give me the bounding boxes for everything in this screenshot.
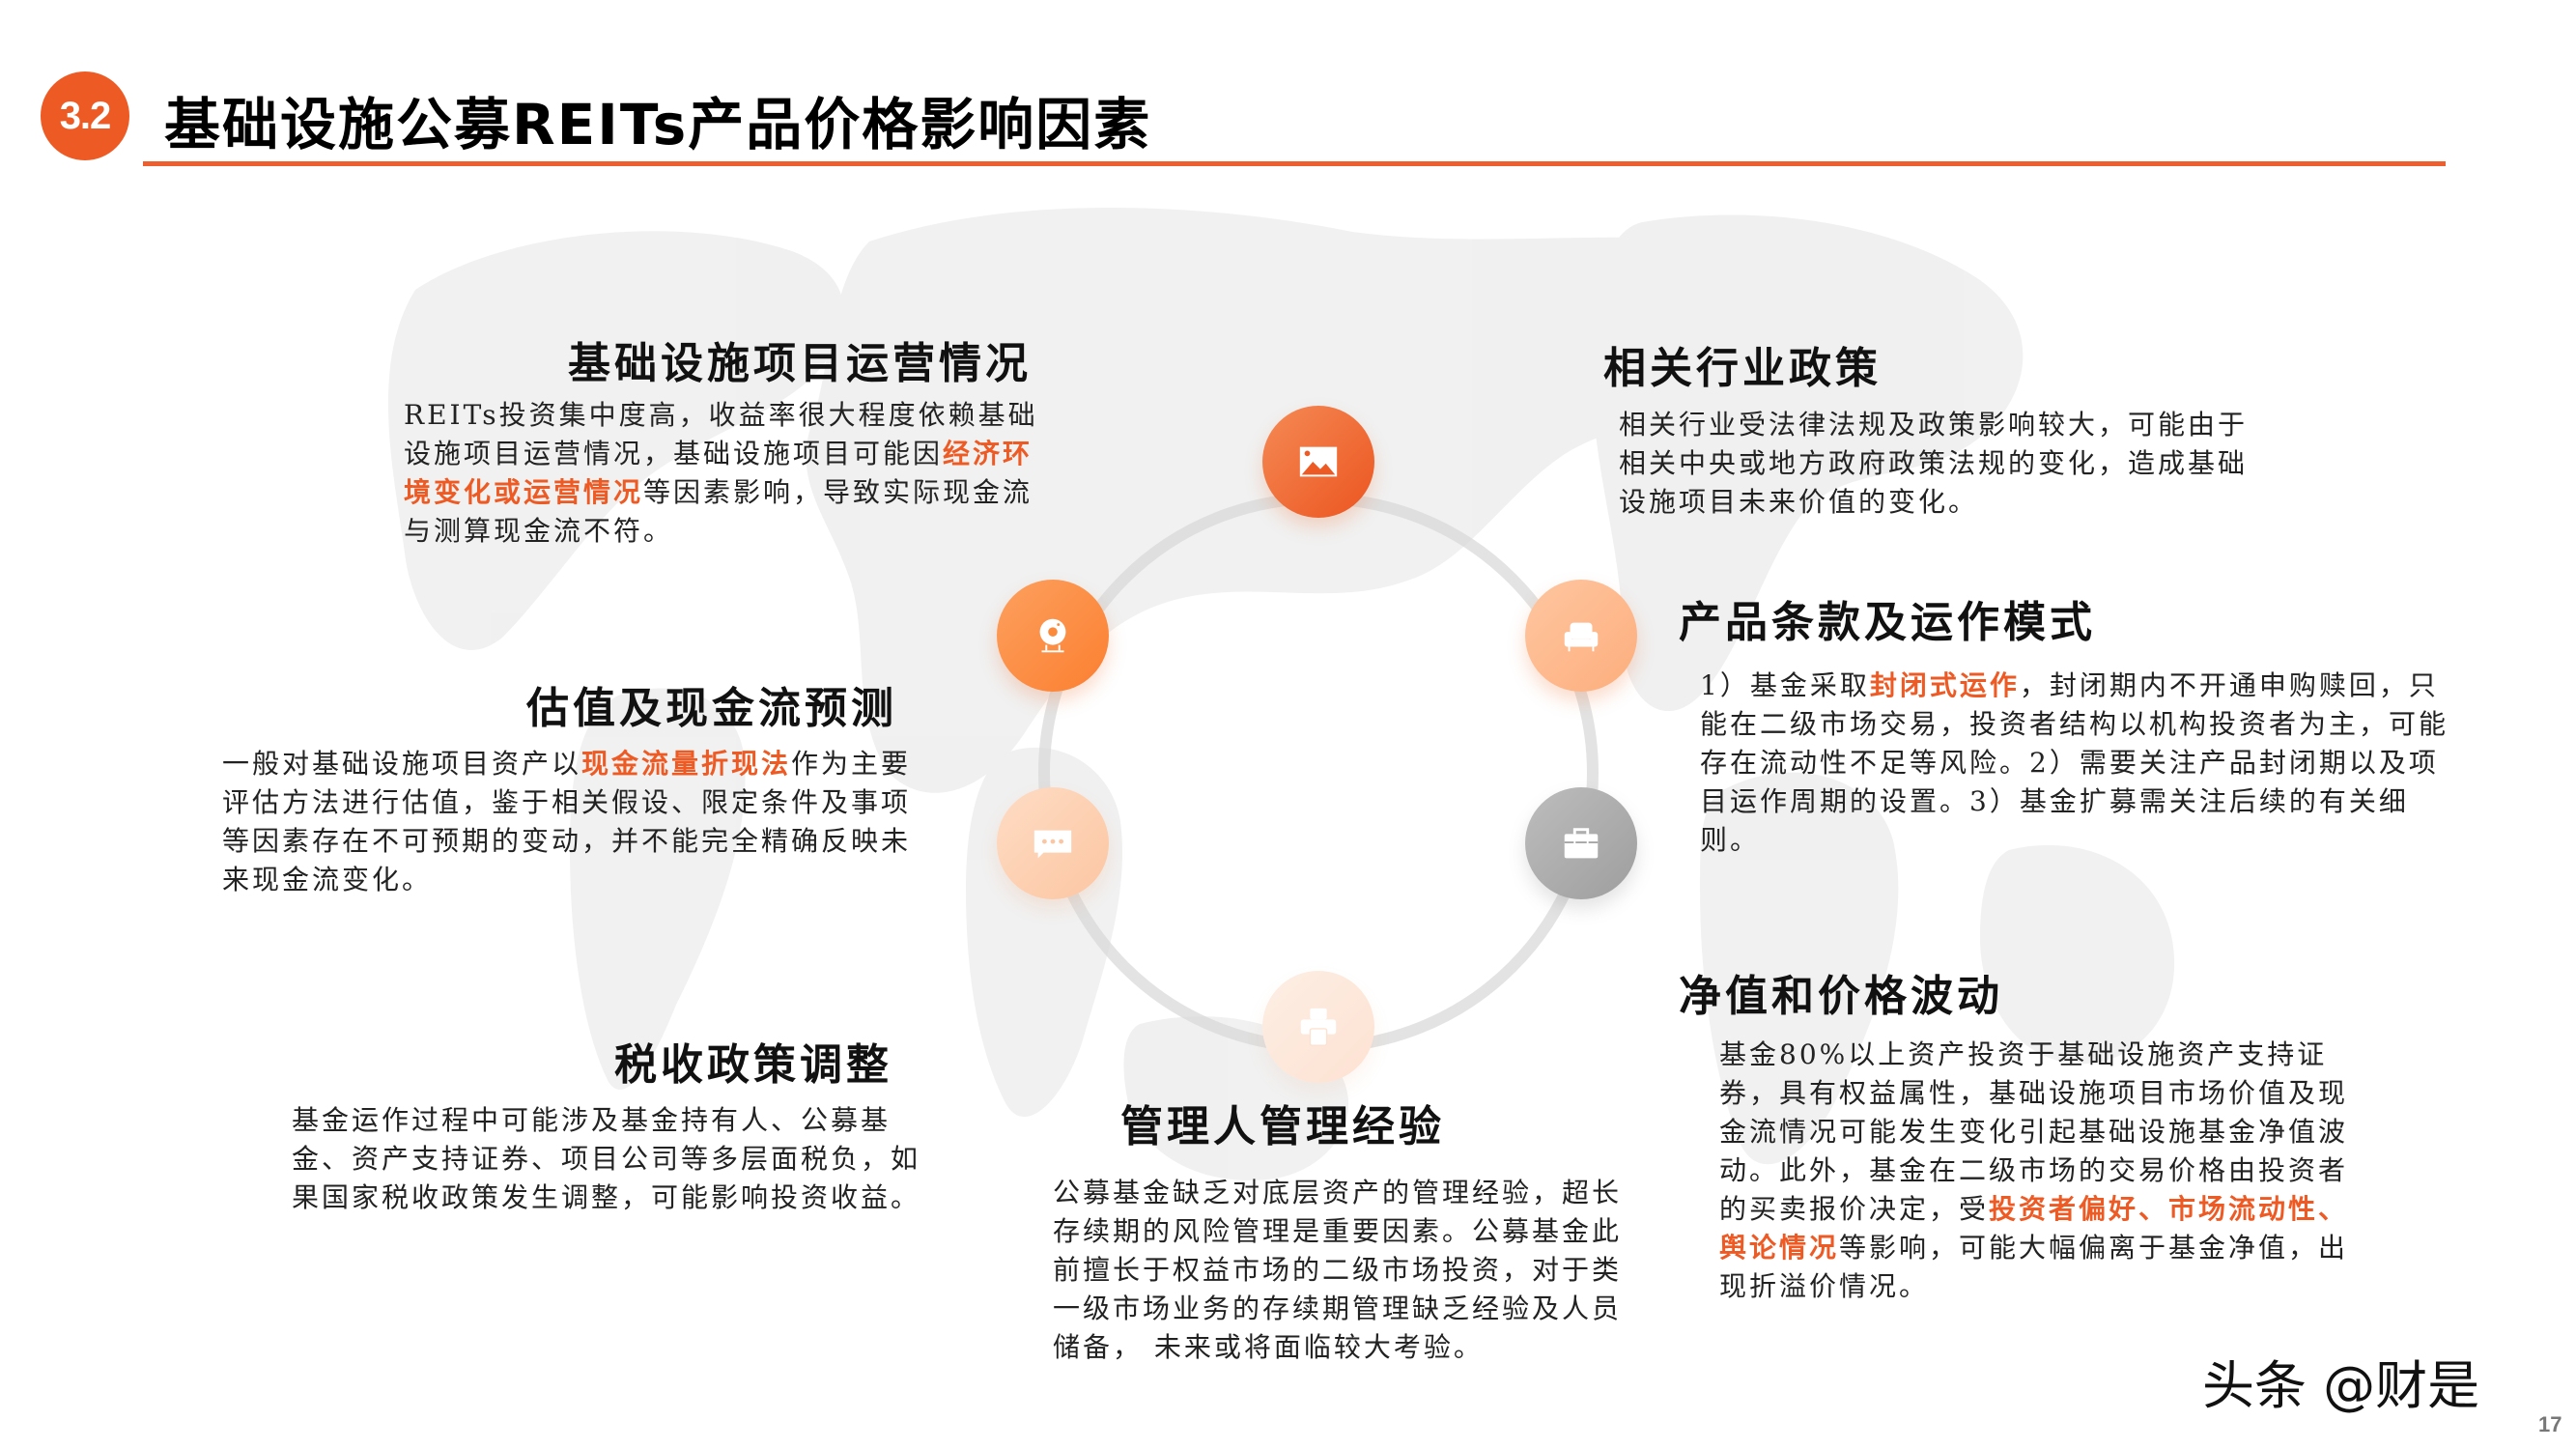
- section-number-badge: 3.2: [41, 71, 129, 160]
- highlight-text: 经济环境变化或运营情况: [404, 438, 1033, 508]
- text: 1）基金采取: [1700, 669, 1870, 701]
- highlight-text: 投资者偏好、市场流动性、舆论情况: [1719, 1193, 2349, 1264]
- node-terms: [1525, 580, 1637, 692]
- node-tax: [997, 787, 1109, 899]
- text: 作为主要评估方法进行估值，鉴于相关假设、限定条件及事项等因素存在不可预期的变动，…: [222, 748, 912, 895]
- paragraph-terms: 1）基金采取封闭式运作，封闭期内不开通申购赎回，只能在二级市场交易，投资者结构以…: [1700, 667, 2463, 860]
- chat-bubble-icon: [1033, 830, 1072, 859]
- webcam-icon: [1039, 618, 1066, 653]
- node-manager: [1262, 971, 1374, 1083]
- page-number: 17: [2538, 1412, 2562, 1436]
- paragraph-nav: 基金80%以上资产投资于基础设施资产支持证券，具有权益属性，基础设施项目市场价值…: [1719, 1036, 2376, 1306]
- title-underline: [143, 161, 2446, 166]
- highlight-text: 现金流量折现法: [581, 748, 792, 780]
- paragraph-tax: 基金运作过程中可能涉及基金持有人、公募基金、资产支持证券、项目公司等多层面税负，…: [292, 1104, 921, 1213]
- text: 等因素影响，导致实际现金流与测算现金流不符。: [404, 476, 1033, 547]
- text: 一般对基础设施项目资产以: [222, 748, 582, 780]
- node-nav: [1525, 787, 1637, 899]
- text: ，封闭期内不开通申购赎回，只能在二级市场交易，投资者结构以机构投资者为主，可能存…: [1700, 669, 2449, 856]
- paragraph-policy: 相关行业受法律法规及政策影响较大，可能由于相关中央或地方政府政策法规的变化，造成…: [1619, 409, 2249, 518]
- paragraph-operations: REITs投资集中度高，收益率很大程度依赖基础设施项目运营情况，基础设施项目可能…: [404, 396, 1061, 551]
- heading-nav: 净值和价格波动: [1679, 972, 2003, 1021]
- heading-policy: 相关行业政策: [1603, 344, 1882, 393]
- node-operations: [1262, 406, 1374, 518]
- briefcase-icon: [1564, 828, 1599, 859]
- heading-tax: 税收政策调整: [614, 1040, 892, 1090]
- heading-operations: 基础设施项目运营情况: [568, 339, 1032, 388]
- printer-icon: [1300, 1008, 1337, 1046]
- text: REITs投资集中度高，收益率很大程度依赖基础设施项目运营情况，基础设施项目可能…: [404, 399, 1038, 469]
- text: 等影响，可能大幅偏离于基金净值，出现折溢价情况。: [1719, 1232, 2349, 1302]
- heading-manager: 管理人管理经验: [1120, 1102, 1445, 1151]
- highlight-text: 封闭式运作: [1869, 669, 2020, 701]
- watermark: 头条 @财是: [2202, 1355, 2480, 1416]
- center-ring: [1038, 493, 1599, 1053]
- heading-terms: 产品条款及运作模式: [1679, 598, 2096, 647]
- heading-valuation: 估值及现金流预测: [526, 684, 897, 733]
- page-title: 基础设施公募REITs产品价格影响因素: [164, 92, 1152, 157]
- paragraph-valuation: 一般对基础设施项目资产以现金流量折现法作为主要评估方法进行估值，鉴于相关假设、限…: [222, 745, 927, 899]
- node-valuation: [997, 580, 1109, 692]
- paragraph-manager: 公募基金缺乏对底层资产的管理经验，超长存续期的风险管理是重要因素。公募基金此前擅…: [1053, 1177, 1623, 1363]
- image-icon: [1299, 446, 1338, 477]
- armchair-icon: [1564, 622, 1599, 652]
- text: 基金80%以上资产投资于基础设施资产支持证券，具有权益属性，基础设施项目市场价值…: [1719, 1038, 2349, 1225]
